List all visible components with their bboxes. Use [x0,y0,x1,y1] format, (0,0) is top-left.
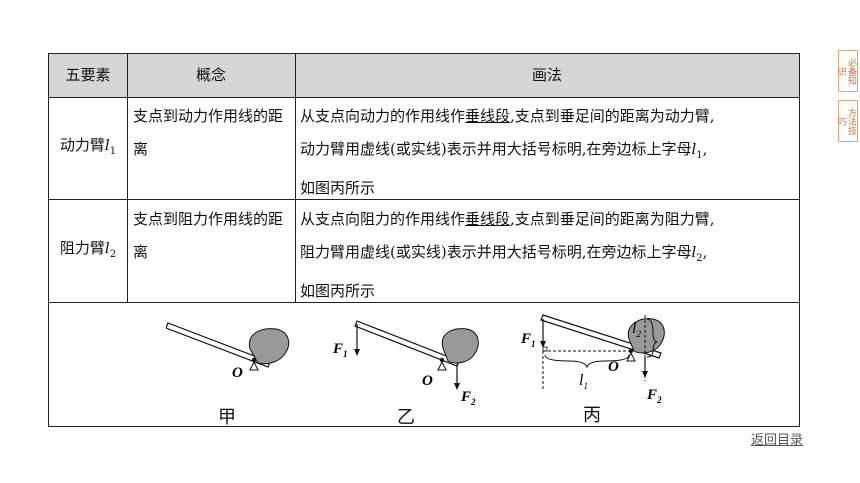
divider [49,199,799,200]
side-tab-knowledge[interactable]: 必备知识 [836,50,858,92]
header-concept: 概念 [195,66,226,84]
figure-yi: F1 O F2 乙 [327,315,481,428]
row-name: 动力臂l1 [59,136,117,157]
figure-jia: O 甲 [165,315,292,428]
row-concept: 支点到动力作用线的距离 [133,107,284,158]
figure-caption: 乙 [397,407,415,428]
divider [49,302,799,303]
figure-bing: F1 l1 l2 O F2 丙 [519,311,671,426]
label-l1: l1 [579,372,588,391]
label-o: O [608,359,619,375]
label-f1: F1 [520,331,536,349]
divider [295,54,296,302]
label-f2: F2 [460,389,476,407]
table-row: 动力臂l1 [49,98,127,199]
figure-caption: 甲 [218,407,236,428]
row-method: 从支点向阻力的作用线作垂线段,支点到垂足间的距离为阻力臂, 阻力臂用虚线(或实线… [300,210,715,300]
header-method: 画法 [531,66,562,84]
table-header [49,54,799,98]
label-o: O [422,373,433,389]
side-tab-methods[interactable]: 方法技巧 [836,100,858,142]
row-method: 从支点向动力的作用线作垂线段,支点到垂足间的距离为动力臂, 动力臂用虚线(或实线… [300,107,715,197]
label-l2: l2 [632,320,641,339]
header-elements: 五要素 [65,66,111,84]
divider [127,54,128,302]
five-elements-table: 五要素 概念 画法 动力臂l1 支点到动力作用线的距离 从支点向动力的作用线作垂… [48,53,800,428]
figure-caption: 丙 [583,405,601,426]
back-to-contents-link[interactable]: 返回目录 [751,433,804,448]
label-f2: F2 [646,387,662,405]
label-f1: F1 [332,341,348,359]
table-row: 阻力臂l2 [49,200,127,302]
label-o: O [232,365,243,381]
row-concept: 支点到阻力作用线的距离 [133,210,284,261]
row-name: 阻力臂l2 [59,238,117,260]
